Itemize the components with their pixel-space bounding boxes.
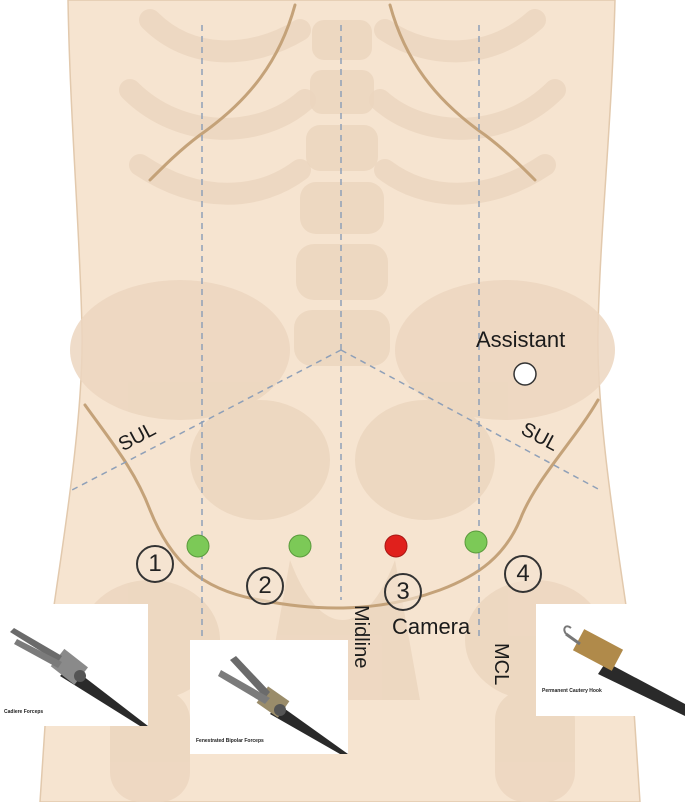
inguinal-line xyxy=(83,398,600,610)
instrument-panel-hook: Permanent Cautery Hook xyxy=(536,604,685,716)
port-number-1: 1 xyxy=(136,545,174,583)
instrument-caption: Cadiere Forceps xyxy=(4,709,44,715)
instrument-caption: Fenestrated Bipolar Forceps xyxy=(196,738,264,744)
port-number-2: 2 xyxy=(246,567,284,605)
camera-label: Camera xyxy=(392,614,471,639)
assistant-label: Assistant xyxy=(476,327,566,352)
trocar-port-1 xyxy=(186,534,210,558)
bipolar-forceps-icon xyxy=(218,656,348,754)
midline-label: Midline xyxy=(350,605,372,669)
sul-right-line xyxy=(340,349,601,491)
cautery-hook-icon xyxy=(563,625,685,716)
trocar-port-4 xyxy=(464,530,488,554)
cadiere-forceps-icon xyxy=(10,628,148,726)
instrument-caption: Permanent Cautery Hook xyxy=(542,688,602,694)
assistant-port xyxy=(513,362,537,386)
camera-port xyxy=(384,534,408,558)
mcl-label: MCL xyxy=(490,643,512,686)
spine xyxy=(294,20,390,366)
costal-margin xyxy=(148,3,537,182)
instrument-panel-cadiere: Cadiere Forceps xyxy=(0,604,148,726)
guide-lines xyxy=(71,25,601,640)
port-number-4: 4 xyxy=(504,555,542,593)
instrument-panel-bipolar: Fenestrated Bipolar Forceps xyxy=(190,640,348,754)
port-number-3: 3 xyxy=(384,573,422,611)
trocar-port-2 xyxy=(288,534,312,558)
